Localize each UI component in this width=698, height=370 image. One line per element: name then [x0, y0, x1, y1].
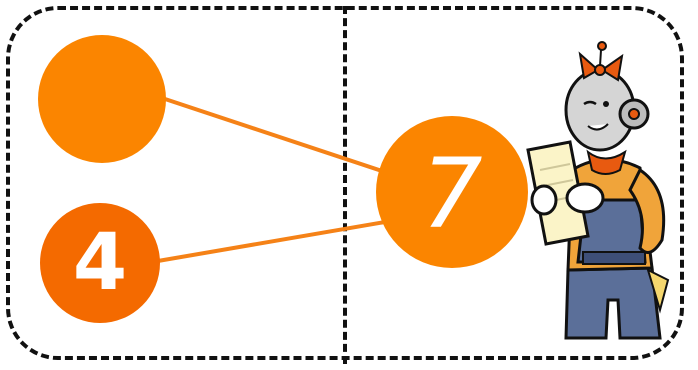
connector-line-top	[161, 96, 386, 174]
card-divider	[343, 6, 347, 364]
whole-circle[interactable]	[376, 116, 528, 268]
whole-number: 7	[421, 138, 483, 250]
robot-mascot-icon	[526, 41, 670, 340]
part-circle-top[interactable]	[38, 35, 166, 163]
part-circle-bottom[interactable]	[40, 203, 160, 323]
bottom-part-number: 4	[72, 218, 128, 308]
connector-line-bottom	[151, 220, 386, 264]
